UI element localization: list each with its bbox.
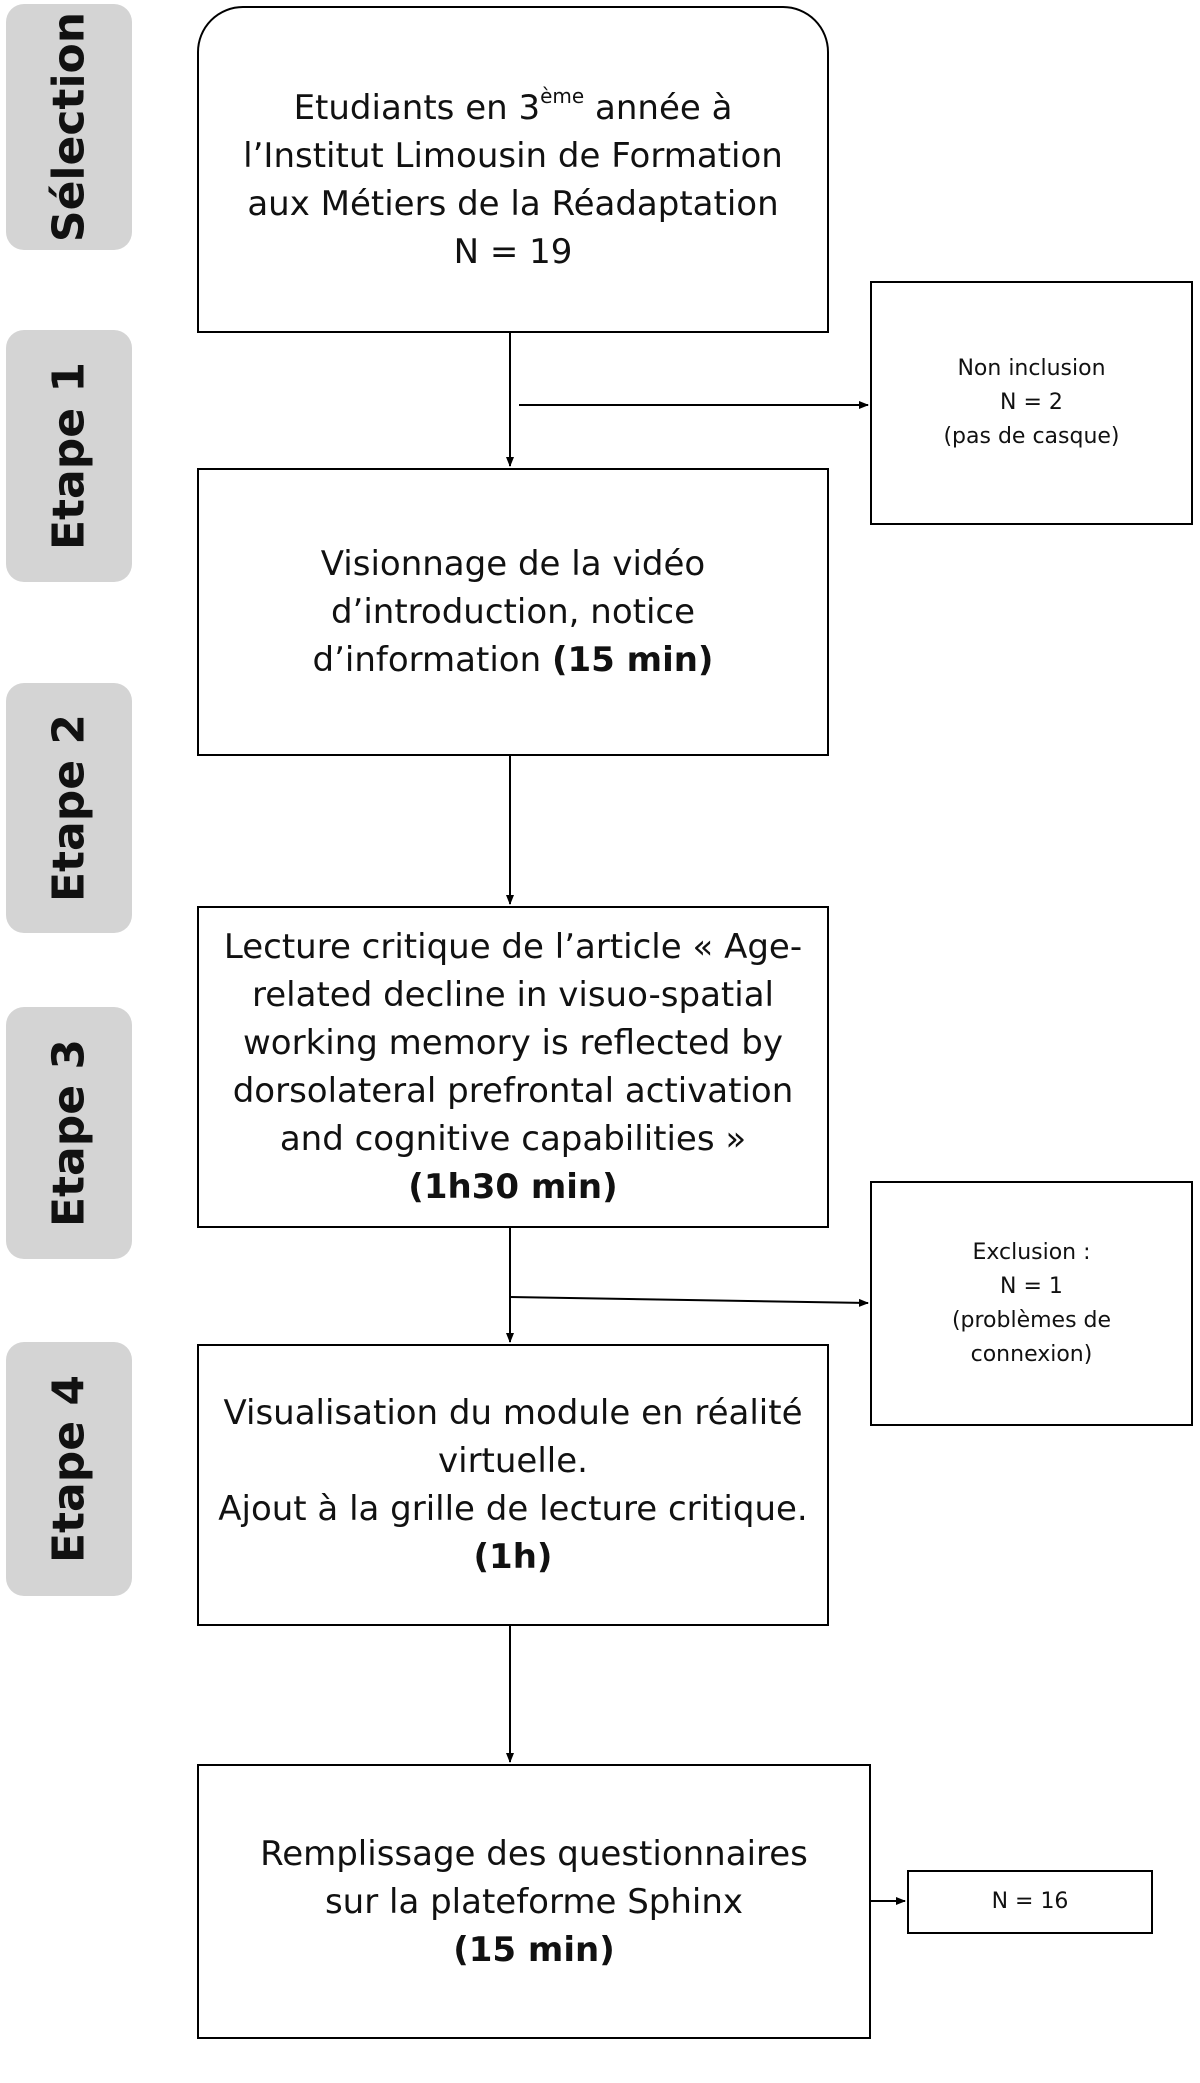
etape-3-duration: (1h) xyxy=(473,1537,553,1577)
result-box: N = 16 xyxy=(907,1870,1153,1934)
etape-1-line-3: d’information (15 min) xyxy=(312,640,714,680)
etape-2-line-3: working memory is reflected by xyxy=(242,1023,783,1063)
etape-3-line-1: Visualisation du module en réalité xyxy=(223,1393,803,1433)
etape-3-line-3: Ajout à la grille de lecture critique. xyxy=(218,1489,808,1529)
etape-4-line-1: Remplissage des questionnaires xyxy=(260,1833,808,1874)
etape-1-box: Visionnage de la vidéo d’introduction, n… xyxy=(197,468,829,756)
non-inclusion-box: Non inclusion N = 2 (pas de casque) xyxy=(870,281,1193,525)
etape-1-duration: (15 min) xyxy=(551,640,714,680)
etape-3-box: Visualisation du module en réalité virtu… xyxy=(197,1344,829,1626)
selection-line-2: l’Institut Limousin de Formation xyxy=(243,135,783,176)
exclusion-box: Exclusion : N = 1 (problèmes de connexio… xyxy=(870,1181,1193,1426)
etape-2-box: Lecture critique de l’article « Age- rel… xyxy=(197,906,829,1228)
non-inclusion-title: Non inclusion xyxy=(957,356,1106,381)
stage-etape-4: Etape 4 xyxy=(6,1342,132,1596)
arrow-to-exclusion xyxy=(509,1296,869,1307)
exclusion-count: N = 1 xyxy=(1000,1273,1063,1299)
selection-box: Etudiants en 3ème année à l’Institut Lim… xyxy=(197,6,829,333)
etape-3-line-2: virtuelle. xyxy=(438,1441,588,1481)
exclusion-title: Exclusion : xyxy=(972,1239,1091,1265)
selection-count: N = 19 xyxy=(453,231,573,272)
result-count: N = 16 xyxy=(991,1889,1069,1914)
etape-2-line-1: Lecture critique de l’article « Age- xyxy=(223,927,803,967)
non-inclusion-reason: (pas de casque) xyxy=(943,424,1120,449)
exclusion-reason-2: connexion) xyxy=(970,1341,1093,1367)
stage-selection: Sélection xyxy=(6,4,132,250)
stage-etape-3: Etape 3 xyxy=(6,1007,132,1259)
exclusion-reason-1: (problèmes de xyxy=(951,1307,1112,1333)
non-inclusion-count: N = 2 xyxy=(1000,390,1063,415)
etape-2-duration: (1h30 min) xyxy=(408,1167,618,1207)
etape-1-line-1: Visionnage de la vidéo xyxy=(320,544,706,584)
stage-etape-2: Etape 2 xyxy=(6,683,132,933)
etape-2-line-5: and cognitive capabilities » xyxy=(279,1119,747,1159)
etape-4-line-2: sur la plateforme Sphinx xyxy=(324,1881,744,1922)
etape-2-line-2: related decline in visuo-spatial xyxy=(252,975,774,1015)
selection-line-1: Etudiants en 3ème année à xyxy=(293,83,733,128)
stage-etape-1: Etape 1 xyxy=(6,330,132,582)
selection-line-3: aux Métiers de la Réadaptation xyxy=(247,183,779,224)
etape-4-box: Remplissage des questionnaires sur la pl… xyxy=(197,1764,871,2039)
etape-2-line-4: dorsolateral prefrontal activation xyxy=(232,1071,794,1111)
etape-4-duration: (15 min) xyxy=(453,1929,615,1970)
etape-1-line-2: d’introduction, notice xyxy=(330,592,696,632)
